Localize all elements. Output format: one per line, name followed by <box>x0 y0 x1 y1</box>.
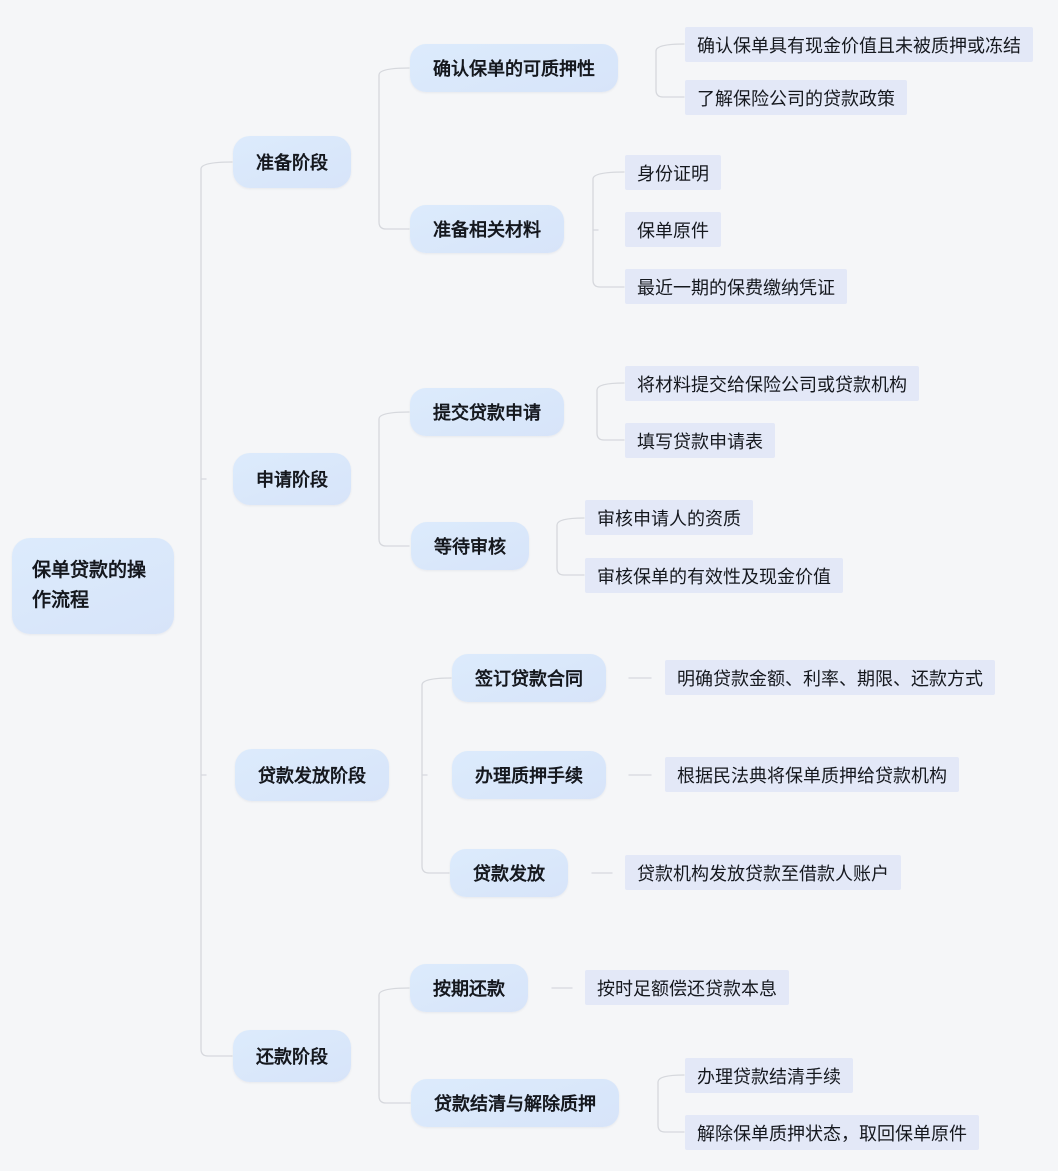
detail-item[interactable]: 审核申请人的资质 <box>585 500 753 535</box>
detail-item[interactable]: 了解保险公司的贷款政策 <box>685 80 907 115</box>
detail-item[interactable]: 解除保单质押状态，取回保单原件 <box>685 1115 979 1150</box>
detail-item[interactable]: 按时足额偿还贷款本息 <box>585 970 789 1005</box>
connector-main-trunk <box>200 161 233 1057</box>
topic-scheduled-repayment[interactable]: 按期还款 <box>410 964 528 1012</box>
detail-item[interactable]: 审核保单的有效性及现金价值 <box>585 558 843 593</box>
connector-bracket <box>556 517 585 576</box>
branch-disbursement[interactable]: 贷款发放阶段 <box>235 749 389 801</box>
detail-item[interactable]: 办理贷款结清手续 <box>685 1058 853 1093</box>
detail-item[interactable]: 明确贷款金额、利率、期限、还款方式 <box>665 660 995 695</box>
detail-item[interactable]: 最近一期的保费缴纳凭证 <box>625 269 847 304</box>
detail-item[interactable]: 将材料提交给保险公司或贷款机构 <box>625 366 919 401</box>
topic-pledge-procedure[interactable]: 办理质押手续 <box>452 751 606 799</box>
topic-submit-application[interactable]: 提交贷款申请 <box>410 388 564 436</box>
connector-bracket <box>655 43 685 98</box>
topic-prepare-materials[interactable]: 准备相关材料 <box>410 205 564 253</box>
detail-item[interactable]: 填写贷款申请表 <box>625 423 775 458</box>
branch-preparation[interactable]: 准备阶段 <box>233 136 351 188</box>
connector-bracket <box>596 382 625 441</box>
detail-item[interactable]: 保单原件 <box>625 212 721 247</box>
topic-await-review[interactable]: 等待审核 <box>411 522 529 570</box>
connector-bracket <box>657 1074 685 1133</box>
detail-item[interactable]: 根据民法典将保单质押给贷款机构 <box>665 757 959 792</box>
detail-item[interactable]: 身份证明 <box>625 155 721 190</box>
topic-settle-and-release[interactable]: 贷款结清与解除质押 <box>411 1079 619 1127</box>
detail-item[interactable]: 确认保单具有现金价值且未被质押或冻结 <box>685 27 1033 62</box>
topic-loan-release[interactable]: 贷款发放 <box>450 849 568 897</box>
detail-item[interactable]: 贷款机构发放贷款至借款人账户 <box>625 855 901 890</box>
connector-bracket <box>421 677 452 874</box>
root-node[interactable]: 保单贷款的操作流程 <box>12 538 174 634</box>
branch-repayment[interactable]: 还款阶段 <box>233 1030 351 1082</box>
topic-confirm-pledgeability[interactable]: 确认保单的可质押性 <box>410 44 618 92</box>
connector-bracket <box>378 987 411 1104</box>
branch-application[interactable]: 申请阶段 <box>233 453 351 505</box>
topic-sign-contract[interactable]: 签订贷款合同 <box>452 654 606 702</box>
connector-bracket <box>592 171 625 288</box>
connector-bracket <box>378 411 410 547</box>
connector-bracket <box>378 67 410 230</box>
